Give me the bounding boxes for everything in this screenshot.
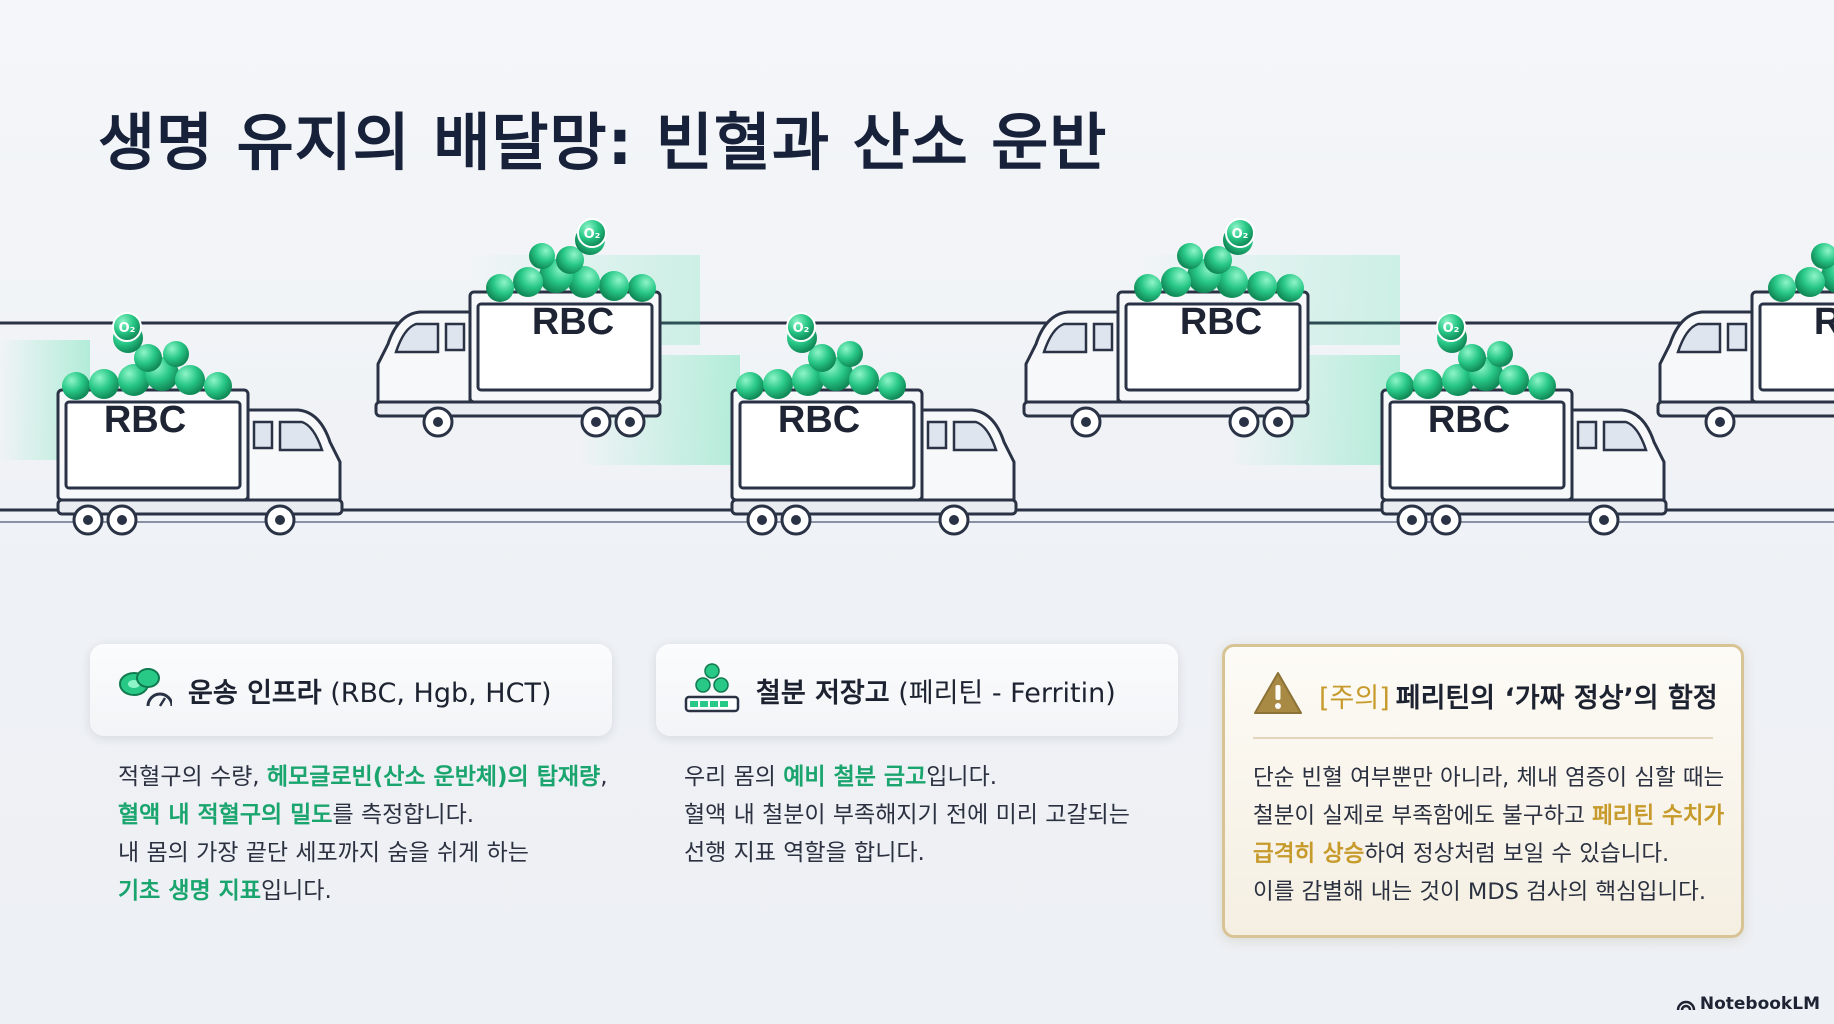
desc-text: 입니다. (926, 764, 998, 790)
desc-text: , (600, 764, 608, 790)
desc-text: 입니다. (260, 878, 332, 904)
desc-text: 를 측정합니다. (332, 802, 475, 828)
transport-infrastructure-description: 적혈구의 수량, 헤모글로빈(산소 운반체)의 탑재량, 혈액 내 적혈구의 밀… (118, 758, 608, 910)
truck-label: RBC (1428, 399, 1510, 441)
warning-tag: [주의] (1319, 682, 1390, 714)
card-title: 철분 저장고 (756, 677, 890, 709)
red-blood-cell-gauge-icon (118, 666, 174, 714)
rbc-delivery-road-illustration: RBC RBC RBC RBC RBC RBC O₂ O₂ O₂ O₂ O₂ (0, 218, 1834, 536)
warning-text: 이를 감별해 내는 것이 MDS 검사의 핵심입니다. (1253, 879, 1706, 905)
warning-highlight: 급격히 상승 (1253, 841, 1365, 867)
desc-highlight: 혈액 내 적혈구의 밀도 (118, 802, 333, 828)
oxygen-label: O₂ (1443, 321, 1460, 336)
warning-text: 단순 빈혈 여부뿐만 아니라, 체내 염증이 심할 때는 (1253, 765, 1725, 791)
iron-storage-description: 우리 몸의 예비 철분 금고입니다. 혈액 내 철분이 부족해지기 전에 미리 … (684, 758, 1130, 872)
card-subtitle: (페리틴 - Ferritin) (889, 677, 1116, 709)
desc-highlight: 헤모글로빈(산소 운반체)의 탑재량 (266, 764, 601, 790)
notebooklm-logo-icon (1676, 1000, 1696, 1011)
truck-label: RBC (778, 399, 860, 441)
notebooklm-watermark: NotebookLM (1676, 994, 1820, 1014)
desc-text: 선행 지표 역할을 합니다. (684, 840, 925, 866)
card-title: 운송 인프라 (188, 677, 322, 709)
oxygen-label: O₂ (1232, 227, 1249, 242)
oxygen-label: O₂ (793, 321, 810, 336)
page-title: 생명 유지의 배달망: 빈혈과 산소 운반 (98, 106, 1108, 179)
transport-infrastructure-card: 운송 인프라 (RBC, Hgb, HCT) (90, 644, 612, 736)
truck-label: RBC (1814, 301, 1834, 343)
truck-label: RBC (1180, 301, 1262, 343)
desc-highlight: 예비 철분 금고 (783, 764, 927, 790)
warning-highlight: 페리틴 수치가 (1592, 803, 1725, 829)
oxygen-label: O₂ (119, 321, 136, 336)
divider (1253, 737, 1713, 739)
oxygen-label: O₂ (584, 227, 601, 242)
desc-text: 내 몸의 가장 끝단 세포까지 숨을 쉬게 하는 (118, 840, 529, 866)
warning-body: 단순 빈혈 여부뿐만 아니라, 체내 염증이 심할 때는 철분이 실제로 부족함… (1253, 759, 1724, 911)
truck-label: RBC (104, 399, 186, 441)
iron-storage-icon (684, 663, 740, 717)
desc-text: 혈액 내 철분이 부족해지기 전에 미리 고갈되는 (684, 802, 1130, 828)
card-subtitle: (RBC, Hgb, HCT) (321, 677, 552, 709)
warning-text: 철분이 실제로 부족함에도 불구하고 (1253, 803, 1593, 829)
warning-title: 페리틴의 ‘가짜 정상’의 함정 (1395, 682, 1718, 714)
brand-name: NotebookLM (1699, 994, 1820, 1014)
ferritin-warning-box: [주의] 페리틴의 ‘가짜 정상’의 함정 단순 빈혈 여부뿐만 아니라, 체내… (1222, 644, 1744, 938)
warning-triangle-icon (1253, 671, 1303, 719)
desc-text: 적혈구의 수량, (118, 764, 267, 790)
desc-text: 우리 몸의 (684, 764, 784, 790)
iron-storage-card: 철분 저장고 (페리틴 - Ferritin) (656, 644, 1178, 736)
warning-text: 하여 정상처럼 보일 수 있습니다. (1364, 841, 1670, 867)
desc-highlight: 기초 생명 지표 (118, 878, 261, 904)
truck-label: RBC (532, 301, 614, 343)
